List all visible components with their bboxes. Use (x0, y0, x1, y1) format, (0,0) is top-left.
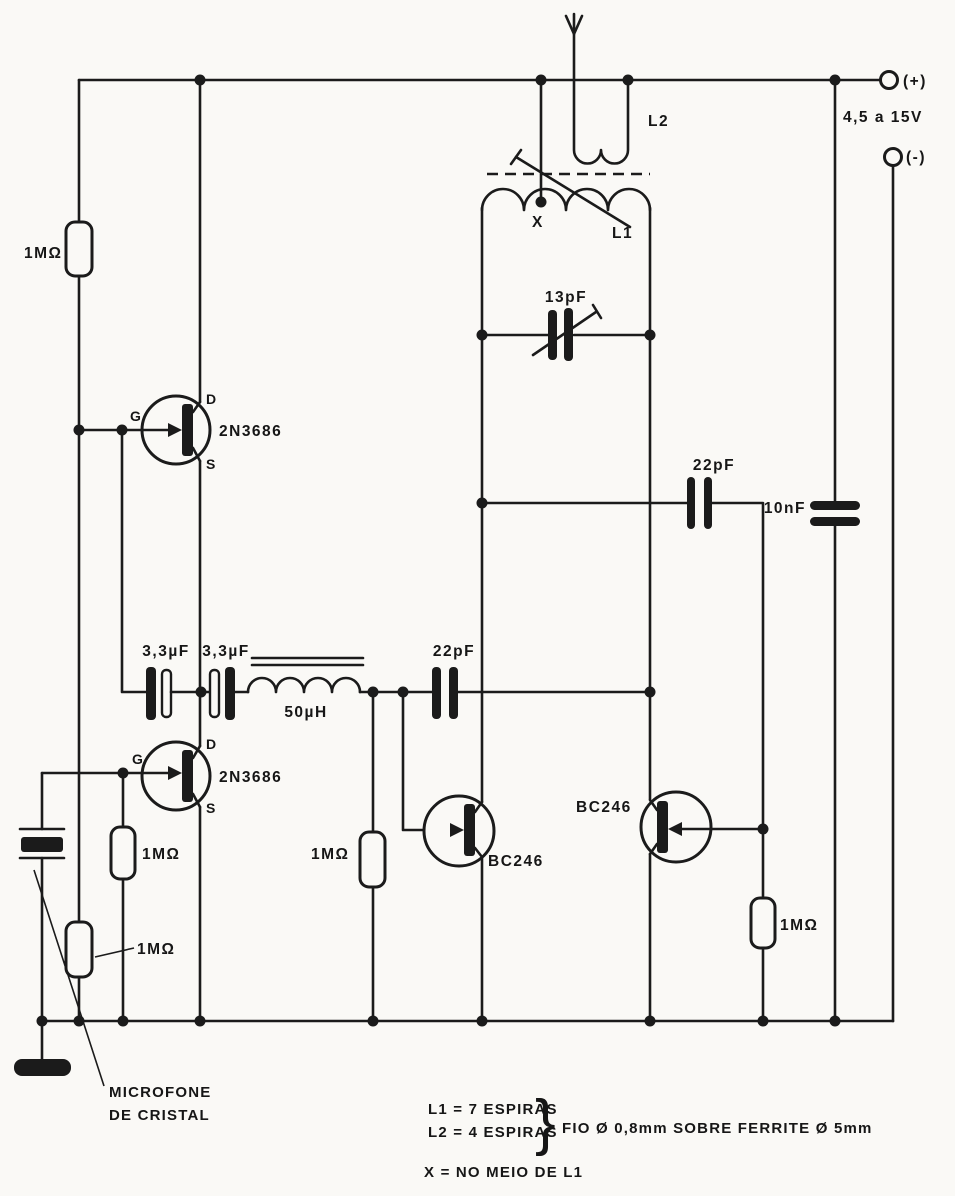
r1-label: 1MΩ (24, 245, 62, 262)
tap-note: X = NO MEIO DE L1 (424, 1164, 583, 1181)
c3-label: 13pF (545, 289, 587, 306)
q1-drain-label: D (206, 391, 217, 407)
resistor-r5: 1MΩ (749, 827, 818, 1023)
positive-terminal: (+) (879, 70, 927, 90)
transistor-q3: BC246 (401, 690, 544, 870)
q4-label: BC246 (576, 799, 632, 816)
resistor-r3: 1MΩ (64, 920, 175, 1023)
l1-spec-note: L1 = 7 ESPIRAS (428, 1101, 558, 1118)
c5-label: 22pF (693, 457, 735, 474)
l2-spec-note: L2 = 4 ESPIRAS (428, 1124, 558, 1141)
ground-symbol (14, 1019, 71, 1076)
resistor-r2: 1MΩ (109, 771, 180, 1023)
q3-label: BC246 (488, 853, 544, 870)
voltage-range-label: 4,5 a 15V (843, 109, 923, 126)
junction-dots (36, 74, 841, 1027)
construction-notes: L1 = 7 ESPIRAS L2 = 4 ESPIRAS } FIO Ø 0,… (424, 1088, 873, 1181)
microphone-pointer-line (33, 869, 105, 1087)
r5-label: 1MΩ (780, 917, 818, 934)
l1-coil: L1 (480, 172, 652, 242)
positive-rail (77, 78, 882, 224)
c2-label: 3,3µF (202, 643, 249, 660)
crystal-microphone: MICROFONE DE CRISTAL (18, 771, 211, 1124)
transistor-q4: BC246 (576, 790, 765, 864)
trimmer-capacitor-13pf: 13pF (480, 289, 652, 361)
c4-label: 22pF (433, 643, 475, 660)
r3-pointer-line (94, 947, 135, 958)
l1-tuning-arrow-icon (509, 148, 632, 229)
q1-gate-label: G (130, 408, 141, 424)
resistor-r4: 1MΩ (311, 690, 387, 1023)
l2-label: L2 (648, 113, 669, 130)
transistor-q1: G D S 2N3686 (77, 78, 282, 748)
choke-50uh: 50µH (246, 656, 434, 721)
bypass-capacitor-10nf: 10nF (764, 78, 860, 1023)
q2-gate-label: G (132, 751, 143, 767)
microphone-label-line1: MICROFONE (109, 1084, 211, 1101)
q2-drain-label: D (206, 736, 217, 752)
c1-label: 3,3µF (142, 643, 189, 660)
negative-terminal-label: (-) (906, 149, 926, 166)
positive-terminal-label: (+) (903, 73, 927, 90)
q1-source-label: S (206, 456, 216, 472)
notes-brace: } (535, 1088, 556, 1157)
microphone-label-line2: DE CRISTAL (109, 1107, 210, 1124)
coupling-capacitor-22pf-mid: 22pF (432, 643, 652, 719)
wire-spec-note: FIO Ø 0,8mm SOBRE FERRITE Ø 5mm (562, 1120, 873, 1137)
antenna-icon (564, 12, 584, 82)
resistor-r1: 1MΩ (24, 220, 94, 432)
r2-label: 1MΩ (142, 846, 180, 863)
l1-label: L1 (612, 225, 633, 242)
l2-coil: L2 (572, 78, 669, 165)
transistor-q2: G D S 2N3686 (40, 736, 282, 1023)
q2-source-label: S (206, 800, 216, 816)
l1-tap-label: X (532, 214, 544, 231)
r4-label: 1MΩ (311, 846, 349, 863)
l1-tap: X (532, 78, 547, 231)
choke-label: 50µH (284, 704, 327, 721)
q1-label: 2N3686 (219, 423, 282, 440)
coupling-capacitor-22pf-top: 22pF (480, 457, 765, 831)
r3-label: 1MΩ (137, 941, 175, 958)
negative-terminal: (-) (883, 147, 926, 167)
q2-label: 2N3686 (219, 769, 282, 786)
audio-coupling-branch: 3,3µF 3,3µF (120, 428, 250, 720)
c6-label: 10nF (764, 500, 806, 517)
